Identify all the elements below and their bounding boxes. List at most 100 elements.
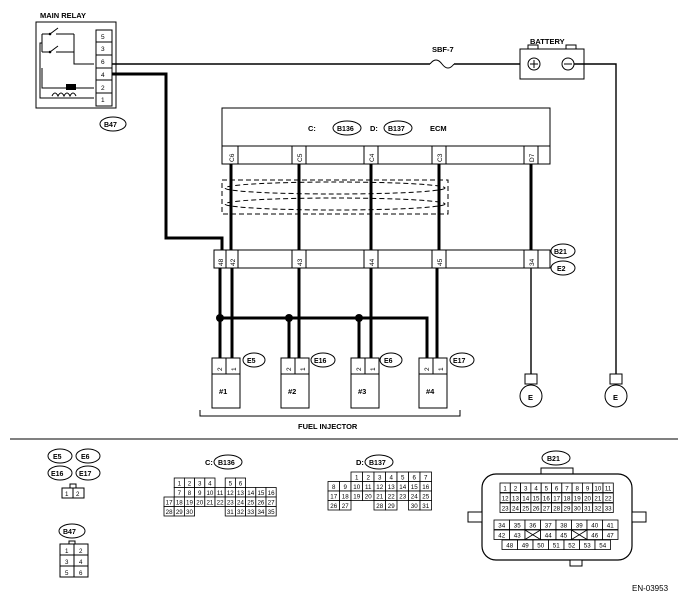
fuse-icon bbox=[429, 59, 455, 69]
pin-number: 2 bbox=[514, 486, 518, 493]
battery-label: BATTERY bbox=[530, 37, 565, 46]
ecm: C: B136 D: B137 ECM C6 C5 C4 C3 D7 bbox=[221, 107, 551, 165]
pin-number: 4 bbox=[208, 481, 212, 488]
harness-pin: 34 bbox=[529, 258, 536, 266]
pin-number: 50 bbox=[537, 543, 544, 550]
legend-pin: 2 bbox=[79, 548, 83, 555]
ecm-pin: C6 bbox=[229, 153, 236, 162]
legend-connector: B47 bbox=[63, 529, 76, 536]
pin-number: 28 bbox=[376, 503, 383, 510]
pin-number: 7 bbox=[178, 490, 182, 497]
pin-number: 52 bbox=[568, 543, 575, 550]
harness-connector-e2: E2 bbox=[557, 266, 566, 273]
harness-pin: 43 bbox=[297, 258, 304, 266]
pin-number: 32 bbox=[594, 506, 601, 513]
ecm-label: ECM bbox=[430, 124, 447, 133]
legend-prefix: D: bbox=[356, 458, 364, 467]
pin-cell bbox=[602, 482, 614, 493]
pin-number: 15 bbox=[533, 496, 540, 503]
pin-number: 26 bbox=[533, 506, 540, 513]
pin-cell bbox=[602, 529, 619, 540]
pin-number: 11 bbox=[605, 486, 612, 493]
injector-connector: E17 bbox=[453, 358, 466, 365]
pin-number: 48 bbox=[506, 543, 513, 550]
pin-number: 6 bbox=[555, 486, 559, 493]
pin-number: 5 bbox=[401, 475, 405, 482]
pin-cell bbox=[183, 506, 195, 517]
pin-number: 22 bbox=[217, 500, 224, 507]
pin-number: 20 bbox=[365, 494, 372, 501]
pin-number: 30 bbox=[411, 503, 418, 510]
legend-e-connectors: E5 E6 E16 E17 1 2 bbox=[47, 448, 101, 499]
pin-number: 6 bbox=[239, 481, 243, 488]
pin-cell bbox=[419, 500, 432, 511]
pin-number: 14 bbox=[399, 484, 406, 491]
harness-connector-box bbox=[213, 249, 551, 269]
injector-4: 2 1 #4 E17 bbox=[418, 352, 475, 409]
pin-number: 44 bbox=[545, 533, 552, 540]
harness-pin: 42 bbox=[230, 258, 237, 266]
pin-number: 9 bbox=[586, 486, 590, 493]
pin-number: 45 bbox=[560, 533, 567, 540]
pin-cell bbox=[602, 492, 614, 503]
pin-number: 51 bbox=[553, 543, 560, 550]
injector-pin: 1 bbox=[300, 367, 307, 371]
ecm-c-prefix: C: bbox=[308, 124, 316, 133]
legend-pin: 1 bbox=[65, 548, 69, 555]
legend-connector: B137 bbox=[369, 460, 386, 467]
pin-number: 40 bbox=[591, 523, 598, 530]
pin-number: 31 bbox=[422, 503, 429, 510]
pin-cell bbox=[385, 500, 398, 511]
pin-number: 8 bbox=[576, 486, 580, 493]
pin-number: 22 bbox=[388, 494, 395, 501]
harness-pin: 48 bbox=[218, 258, 225, 266]
injector-number: #1 bbox=[219, 387, 227, 396]
pin-number: 10 bbox=[594, 486, 601, 493]
harness-connector-b21: B21 bbox=[554, 249, 567, 256]
pin-number: 14 bbox=[247, 490, 254, 497]
legend-pin: 2 bbox=[76, 491, 80, 498]
injector-pin: 2 bbox=[217, 367, 224, 371]
pin-number: 23 bbox=[502, 506, 509, 513]
pin-number: 21 bbox=[206, 500, 213, 507]
connector-oval-b47 bbox=[99, 116, 127, 132]
pin-number: 33 bbox=[247, 509, 254, 516]
pin-number: 12 bbox=[376, 484, 383, 491]
pin-number: 3 bbox=[378, 475, 382, 482]
fuel-injector-bracket: FUEL INJECTOR bbox=[199, 410, 461, 431]
pin-number: 54 bbox=[599, 543, 606, 550]
pin-cell bbox=[602, 519, 619, 530]
injector-pin: 1 bbox=[438, 367, 445, 371]
pin-number: 6 bbox=[413, 475, 417, 482]
pin-number: 19 bbox=[353, 494, 360, 501]
pin-number: 26 bbox=[257, 500, 264, 507]
pin-number: 4 bbox=[534, 486, 538, 493]
pin-number: 2 bbox=[367, 475, 371, 482]
injector-pin: 2 bbox=[286, 367, 293, 371]
pin-number: 3 bbox=[524, 486, 528, 493]
pin-number: 18 bbox=[342, 494, 349, 501]
ecm-d-connector: B137 bbox=[388, 126, 405, 133]
legend-pin: 4 bbox=[79, 559, 83, 566]
pin-number: 46 bbox=[591, 533, 598, 540]
injector-connector: E16 bbox=[314, 358, 327, 365]
pin-number: 27 bbox=[268, 500, 275, 507]
pin-number: 12 bbox=[502, 496, 509, 503]
pin-number: 1 bbox=[503, 486, 507, 493]
pin-number: 25 bbox=[522, 506, 529, 513]
injector-connector: E5 bbox=[247, 358, 256, 365]
pin-number: 47 bbox=[607, 533, 614, 540]
pin-number: 10 bbox=[353, 484, 360, 491]
pin-number: 4 bbox=[390, 475, 394, 482]
pin-number: 41 bbox=[607, 523, 614, 530]
pin-number: 42 bbox=[498, 533, 505, 540]
harness-connector: 48 42 43 44 45 34 B21 E2 bbox=[213, 243, 576, 276]
legend-pin: 6 bbox=[79, 570, 83, 577]
harness-pin: 45 bbox=[437, 258, 444, 266]
pin-number: 53 bbox=[584, 543, 591, 550]
pin-number: 5 bbox=[545, 486, 549, 493]
